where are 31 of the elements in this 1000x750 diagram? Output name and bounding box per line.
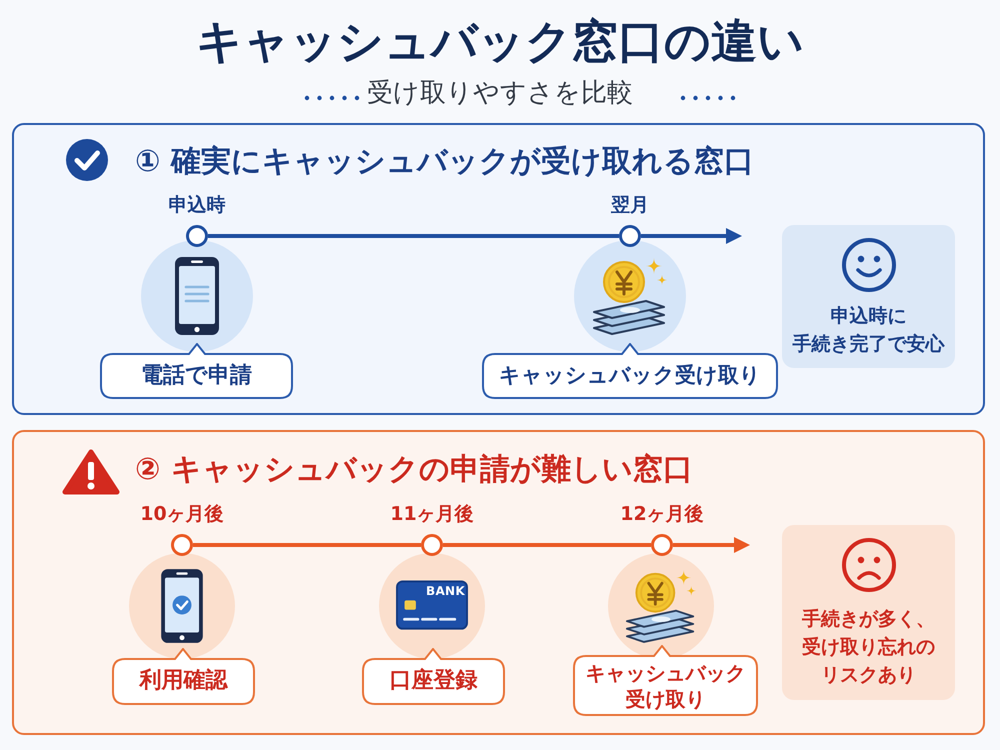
section-panel — [12, 430, 985, 735]
speech-bubble — [573, 645, 758, 716]
speech-bubble — [112, 648, 255, 705]
result-text: 手続きが多く、受け取り忘れのリスクあり — [801, 607, 936, 688]
timeline-line — [193, 543, 421, 547]
time-label: 10ヶ月後 — [140, 503, 224, 527]
panel-heading: ① 確実にキャッシュバックが受け取れる窓口 — [135, 143, 754, 181]
timeline-line — [208, 234, 619, 238]
time-label: 申込時 — [168, 194, 226, 218]
result-card — [782, 525, 955, 700]
section-panel — [12, 123, 985, 415]
bubble-text: キャッシュバック受け取り — [499, 362, 761, 390]
panel-heading: ② キャッシュバックの申請が難しい窓口 — [135, 451, 693, 489]
subtitle: 受け取りやすさを比較 — [367, 77, 633, 110]
bubble-text: 口座登録 — [390, 667, 478, 696]
bubble-text: 利用確認 — [140, 667, 228, 696]
time-label: 11ヶ月後 — [390, 503, 474, 527]
speech-bubble — [362, 648, 505, 705]
title: キャッシュバック窓口の違い — [195, 13, 805, 70]
speech-bubble — [100, 343, 293, 399]
timeline-arrow — [673, 537, 750, 553]
speech-bubble — [482, 343, 778, 399]
card-text: BANK — [426, 584, 465, 600]
time-label: 翌月 — [611, 194, 649, 218]
result-text: 申込時に手続き完了で安心 — [792, 304, 946, 357]
timeline-arrow — [641, 228, 742, 244]
result-card — [782, 225, 955, 368]
time-label: 12ヶ月後 — [620, 503, 704, 527]
timeline-line — [443, 543, 651, 547]
bubble-text: キャッシュバック受け取り — [584, 660, 746, 712]
bubble-text: 電話で申請 — [141, 362, 252, 390]
